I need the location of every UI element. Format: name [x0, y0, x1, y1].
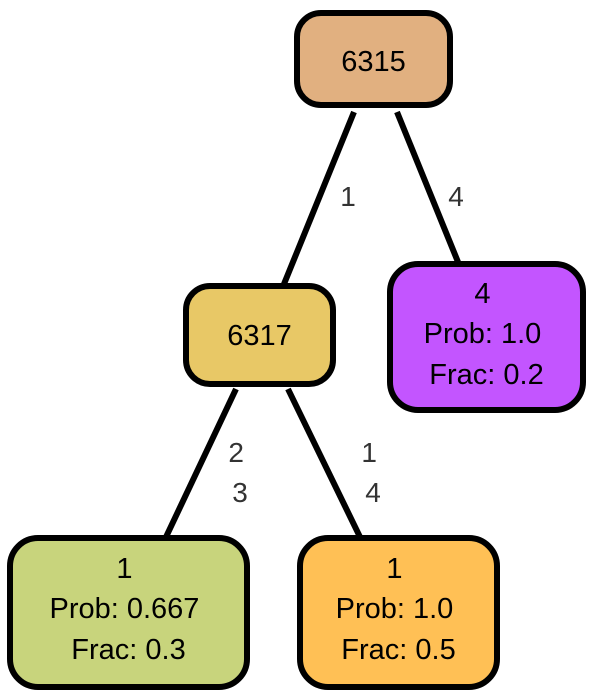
node-6315-label: 6315 — [341, 46, 406, 78]
node-right-leaf-label: 1 Prob: 1.0 Frac: 0.5 — [336, 553, 462, 666]
node-4: 4 Prob: 1.0 Frac: 0.2 — [387, 261, 586, 413]
node-right-leaf-box — [297, 535, 500, 690]
node-4-label: 4 Prob: 1.0 Frac: 0.2 — [424, 278, 550, 391]
node-left-leaf-box — [7, 535, 250, 690]
node-left-leaf: 1 Prob: 0.667 Frac: 0.3 — [7, 535, 250, 690]
edge-label-root-6317: 1 — [340, 181, 356, 212]
node-6317: 6317 — [183, 283, 336, 387]
node-6315-box — [294, 10, 453, 108]
node-4-box — [387, 261, 586, 413]
node-right-leaf: 1 Prob: 1.0 Frac: 0.5 — [297, 535, 500, 690]
edge-6317-to-left-leaf — [163, 387, 239, 539]
edge-label-root-4: 4 — [448, 181, 464, 212]
node-left-leaf-label: 1 Prob: 0.667 Frac: 0.3 — [49, 553, 207, 666]
node-6317-box — [183, 283, 336, 387]
node-6315: 6315 — [294, 10, 453, 108]
edge-6317-to-right-leaf — [285, 387, 363, 539]
edge-root-to-4 — [394, 110, 461, 264]
edge-root-to-6317 — [281, 110, 357, 286]
edge-label-6317-right: 1 4 — [361, 437, 384, 508]
edge-label-6317-left: 2 3 — [228, 437, 251, 508]
node-6317-label: 6317 — [227, 320, 292, 352]
